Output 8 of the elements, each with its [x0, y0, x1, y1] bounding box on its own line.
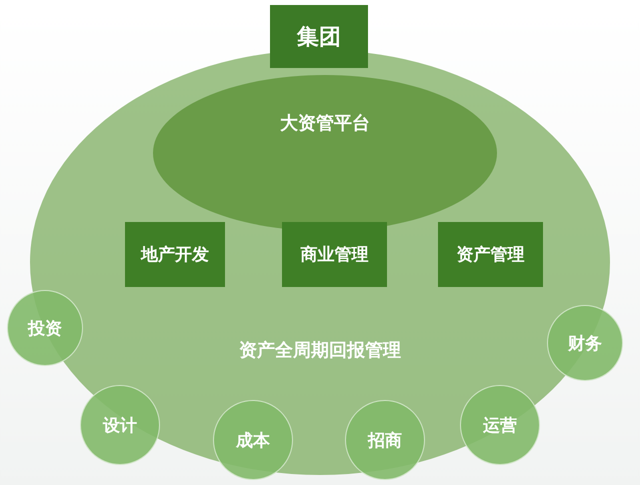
process-box: 商业管理 — [282, 222, 387, 287]
inner-ellipse: 大资管平台 — [153, 75, 497, 231]
region-label: 资产全周期回报管理 — [238, 339, 402, 362]
function-circle: 投资 — [7, 290, 83, 366]
function-circle: 财务 — [547, 305, 623, 381]
header-box: 集团 — [270, 5, 368, 68]
process-box: 地产开发 — [125, 222, 225, 287]
process-box: 资产管理 — [438, 222, 543, 287]
